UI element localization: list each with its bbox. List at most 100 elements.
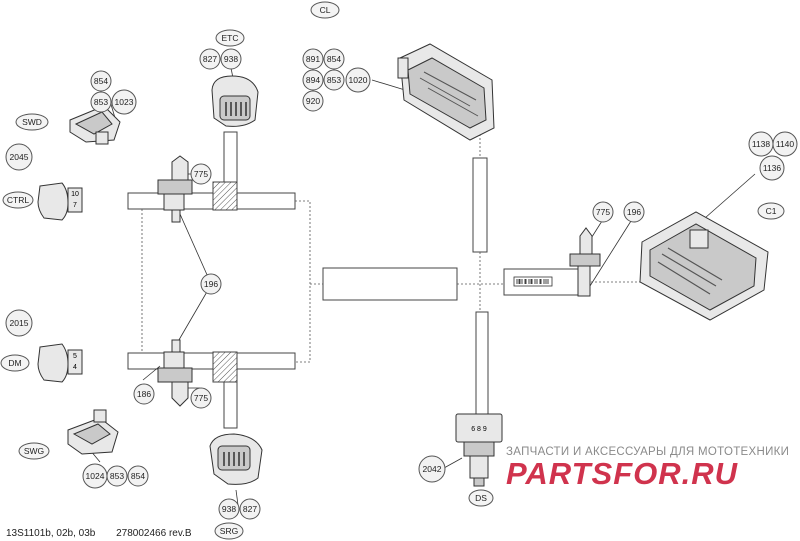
watermark-tagline: ЗАПЧАСТИ И АКСЕССУАРЫ ДЛЯ МОТОТЕХНИКИ (506, 446, 790, 458)
svg-text:CTRL: CTRL (7, 195, 29, 205)
wire-cl-branch (472, 157, 488, 253)
callout-196-right[interactable]: 196 (623, 201, 645, 223)
svg-text:1138: 1138 (752, 139, 771, 149)
svg-text:853: 853 (110, 471, 124, 481)
harness-wires (127, 131, 584, 429)
connector-tags: CL ETC SWD CTRL DM SWG SRG DS C1 (0, 1, 785, 540)
callout-920[interactable]: 920 (302, 90, 324, 112)
svg-text:920: 920 (306, 96, 320, 106)
ctrl-plug: 10 7 (37, 182, 83, 221)
swg-connector (67, 409, 119, 455)
callout-196-mid[interactable]: 196 (200, 273, 222, 295)
svg-text:2045: 2045 (10, 152, 29, 162)
svg-text:196: 196 (204, 279, 218, 289)
svg-text:894: 894 (306, 75, 320, 85)
callout-1138[interactable]: 1138 (748, 131, 774, 157)
part-number: 278002466 rev.B (116, 528, 192, 539)
callout-854-cl[interactable]: 854 (323, 48, 345, 70)
callout-853-cl[interactable]: 853 (323, 69, 345, 91)
svg-text:SWG: SWG (24, 446, 44, 456)
cl-connector (397, 43, 495, 141)
callout-2042[interactable]: 2042 (418, 455, 446, 483)
wire-etc-drop (223, 131, 238, 185)
tag-etc[interactable]: ETC (215, 29, 245, 47)
svg-text:853: 853 (327, 75, 341, 85)
svg-text:C1: C1 (766, 206, 777, 216)
svg-text:2015: 2015 (10, 318, 29, 328)
callout-1023[interactable]: 1023 (111, 89, 137, 115)
callout-827-srg[interactable]: 827 (239, 498, 261, 520)
svg-text:1136: 1136 (763, 163, 782, 173)
svg-text:891: 891 (306, 54, 320, 64)
junction-bottom (212, 351, 238, 383)
callout-775-bottom[interactable]: 775 (190, 387, 212, 409)
wire-ds-branch (475, 311, 489, 415)
svg-text:1020: 1020 (349, 75, 368, 85)
callout-827-etc[interactable]: 827 (199, 48, 221, 70)
bottom-fastener (157, 339, 193, 407)
dm-pin-top: 5 (73, 353, 77, 360)
tag-ds[interactable]: DS (468, 489, 494, 507)
etc-connector (211, 75, 259, 127)
tag-cl[interactable]: CL (310, 1, 340, 19)
callout-853-swg[interactable]: 853 (106, 465, 128, 487)
wire-bottom-branch (127, 352, 296, 370)
svg-text:DS: DS (475, 493, 487, 503)
right-fastener (569, 227, 601, 297)
callouts: 854 853 1023 827 938 891 854 894 853 102… (5, 48, 798, 520)
dm-pin-bottom: 4 (73, 364, 77, 371)
svg-text:SWD: SWD (22, 117, 42, 127)
callout-2015[interactable]: 2015 (5, 309, 33, 337)
svg-text:854: 854 (131, 471, 145, 481)
tag-swg[interactable]: SWG (18, 442, 50, 460)
svg-text:1140: 1140 (776, 139, 795, 149)
callout-854-swg[interactable]: 854 (127, 465, 149, 487)
callout-938-srg[interactable]: 938 (218, 498, 240, 520)
svg-text:775: 775 (194, 393, 208, 403)
svg-text:186: 186 (137, 389, 151, 399)
tag-ctrl[interactable]: CTRL (2, 191, 34, 209)
ctrl-pin-top: 10 (71, 191, 79, 198)
svg-text:854: 854 (327, 54, 341, 64)
leader-lines (89, 67, 756, 506)
tag-srg[interactable]: SRG (214, 522, 244, 540)
top-fastener (157, 155, 193, 223)
wire-top-branch (127, 192, 296, 210)
callout-775-top[interactable]: 775 (190, 163, 212, 185)
tag-swd[interactable]: SWD (15, 113, 49, 131)
ctrl-pin-bottom: 7 (73, 202, 77, 209)
barcode-label (513, 276, 553, 287)
figure-code: 13S1101b, 02b, 03b (6, 528, 96, 539)
tag-c1[interactable]: C1 (757, 202, 785, 220)
junction-top (212, 181, 238, 211)
footer: 13S1101b, 02b, 03b 278002466 rev.B (6, 528, 210, 539)
watermark-logo: PARTSFOR.RU (506, 456, 739, 491)
callout-186[interactable]: 186 (133, 383, 155, 405)
callout-854-swd[interactable]: 854 (90, 70, 112, 92)
svg-text:827: 827 (203, 54, 217, 64)
callout-1140[interactable]: 1140 (772, 131, 798, 157)
callout-1024[interactable]: 1024 (82, 463, 108, 489)
wire-srg-rise (223, 381, 238, 429)
callout-894[interactable]: 894 (302, 69, 324, 91)
callout-853-swd[interactable]: 853 (90, 91, 112, 113)
callout-938-etc[interactable]: 938 (220, 48, 242, 70)
callout-891[interactable]: 891 (302, 48, 324, 70)
callout-775-right[interactable]: 775 (592, 201, 614, 223)
dotted-routing (141, 130, 640, 363)
svg-text:SRG: SRG (220, 526, 238, 536)
svg-text:CL: CL (320, 5, 331, 15)
svg-text:2042: 2042 (423, 464, 442, 474)
svg-text:1023: 1023 (115, 97, 134, 107)
callout-2045[interactable]: 2045 (5, 143, 33, 171)
svg-text:854: 854 (94, 76, 108, 86)
ds-sensor: 6 8 9 (455, 413, 503, 487)
svg-text:DM: DM (8, 358, 21, 368)
tag-dm[interactable]: DM (0, 354, 30, 372)
svg-text:853: 853 (94, 97, 108, 107)
svg-text:775: 775 (596, 207, 610, 217)
callout-1020[interactable]: 1020 (345, 67, 371, 93)
callout-1136[interactable]: 1136 (759, 155, 785, 181)
svg-text:775: 775 (194, 169, 208, 179)
